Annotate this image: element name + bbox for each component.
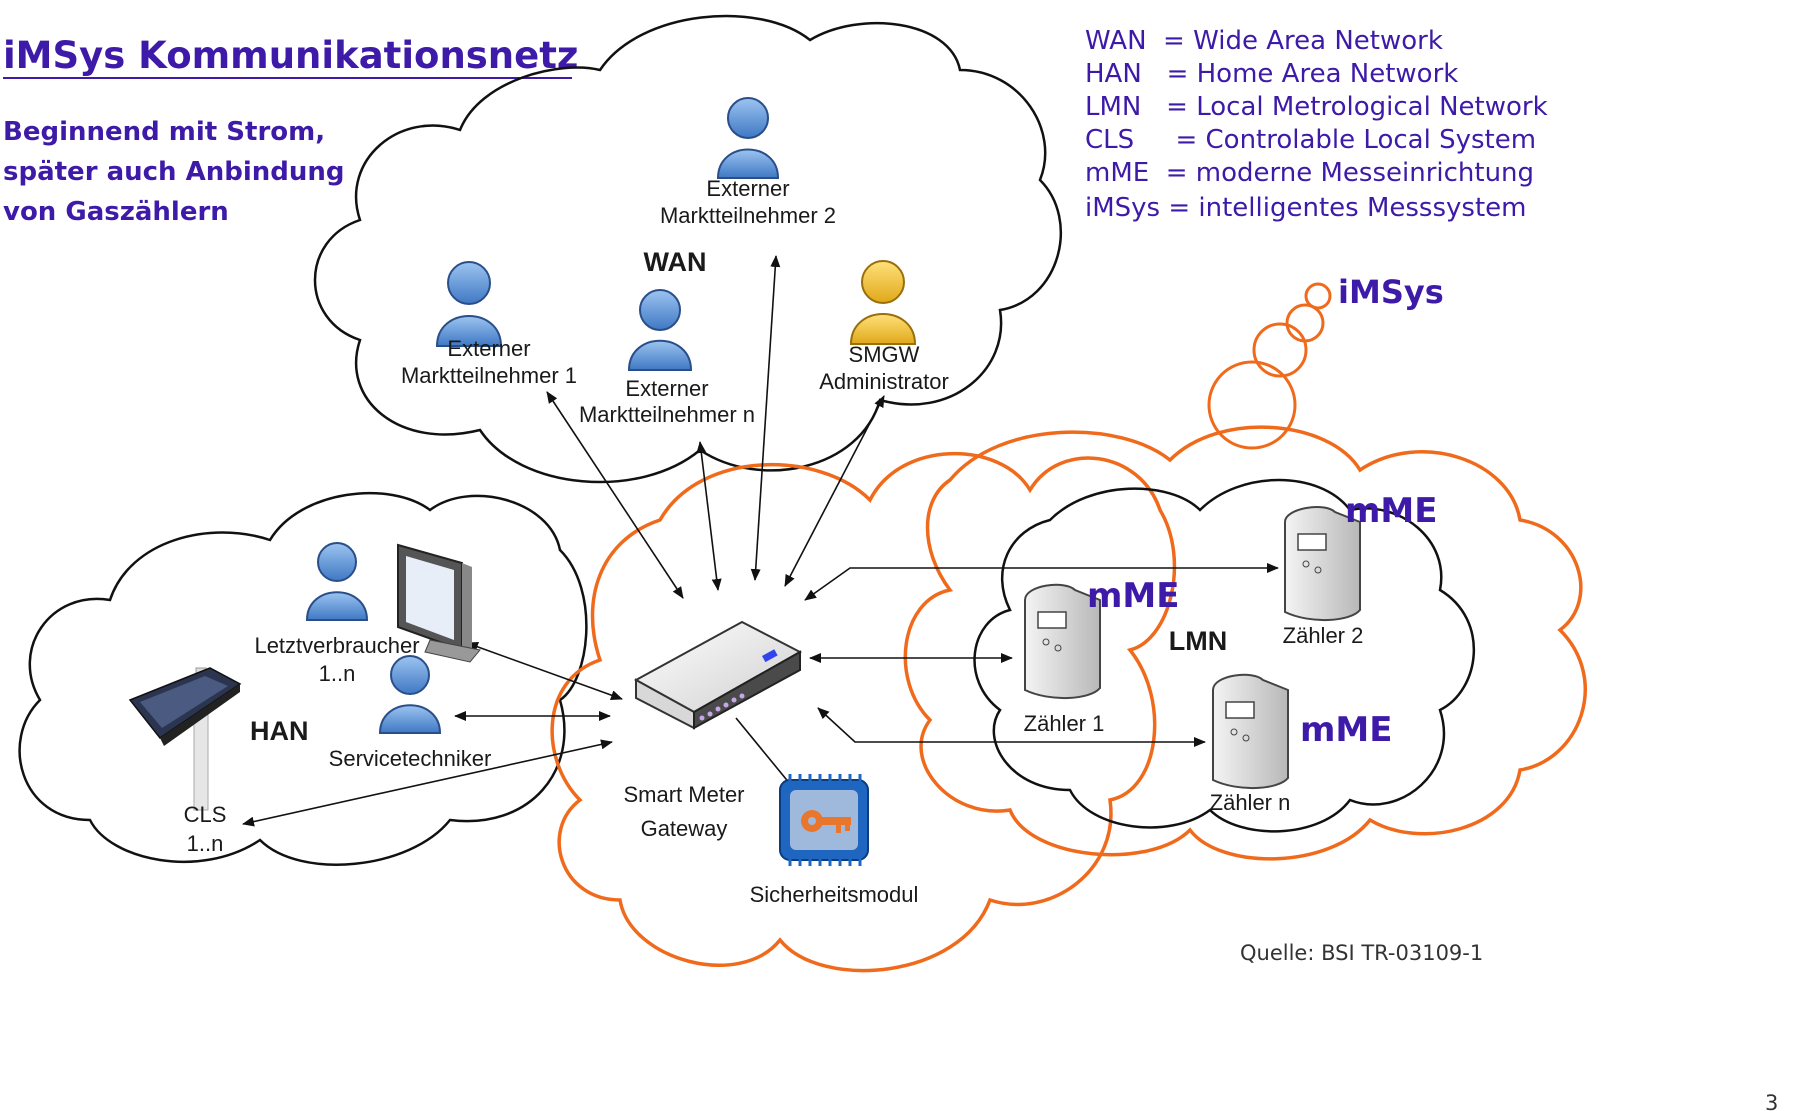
ext2-label-line-1: Externer — [706, 176, 789, 201]
mme-label-meter2: mME — [1345, 491, 1438, 531]
legend-item-lmn: LMN = Local Metrological Network — [1085, 92, 1548, 122]
legend-item-mme: mME = moderne Messeinrichtung — [1085, 158, 1534, 188]
page-title: iMSys Kommunikationsnetz — [3, 34, 578, 77]
imsys-label: iMSys — [1338, 273, 1444, 311]
gateway-label-line-2: Gateway — [641, 816, 728, 841]
page-number: 3 — [1765, 1091, 1778, 1111]
meter-icon-2 — [1284, 506, 1361, 621]
consumer-label-line-1: Letztverbraucher — [254, 633, 419, 658]
meter-icon-1 — [1024, 583, 1101, 699]
subtitle-line-2: später auch Anbindung — [3, 157, 345, 187]
extn-label-line-1: Externer — [625, 376, 708, 401]
lmn-inner-cloud — [973, 478, 1475, 833]
person-icon-extn — [627, 289, 693, 371]
wan-label: WAN — [644, 247, 707, 277]
gateway-label-line-1: Smart Meter — [623, 782, 744, 807]
legend-item-imsys: iMSys = intelligentes Messsystem — [1085, 193, 1526, 223]
mme-label-metern: mME — [1300, 710, 1393, 750]
metern-label: Zähler n — [1210, 790, 1291, 815]
person-icon-admin — [849, 260, 917, 345]
extn-label-line-2: Marktteilnehmer n — [579, 402, 755, 427]
person-icon-ext1 — [435, 261, 503, 347]
lmn-label: LMN — [1169, 626, 1227, 656]
han-label: HAN — [250, 716, 309, 746]
ext2-label-line-2: Marktteilnehmer 2 — [660, 203, 836, 228]
meter2-label: Zähler 2 — [1283, 623, 1364, 648]
person-icon-technician — [378, 655, 442, 734]
legend-item-cls: CLS = Controlable Local System — [1085, 125, 1536, 155]
thought-bubbles — [1207, 282, 1332, 450]
subtitle-line-3: von Gaszählern — [3, 197, 229, 227]
mme-label-meter1: mME — [1087, 576, 1180, 616]
meter-icon-n — [1212, 673, 1289, 789]
legend-item-han: HAN = Home Area Network — [1085, 59, 1458, 89]
source-note: Quelle: BSI TR-03109-1 — [1240, 941, 1483, 965]
monitor-icon — [397, 543, 481, 663]
ext1-label-line-1: Externer — [447, 336, 530, 361]
person-icon-consumer — [305, 542, 369, 621]
admin-label-line-1: SMGW — [849, 342, 920, 367]
gateway-box-icon — [633, 620, 803, 730]
solar-panel-icon — [128, 667, 242, 811]
admin-label-line-2: Administrator — [819, 369, 949, 394]
security-chip-icon — [779, 774, 869, 866]
security-module-label: Sicherheitsmodul — [750, 882, 919, 907]
person-icon-ext2 — [716, 97, 780, 179]
connection-arrows — [242, 255, 1279, 827]
consumer-label-line-2: 1..n — [319, 661, 356, 686]
technician-label: Servicetechniker — [329, 746, 492, 771]
meter1-label: Zähler 1 — [1024, 711, 1105, 736]
cls-label-line-2: 1..n — [187, 831, 224, 856]
subtitle-line-1: Beginnend mit Strom, — [3, 117, 325, 147]
cls-label-line-1: CLS — [184, 802, 227, 827]
legend-item-wan: WAN = Wide Area Network — [1085, 26, 1443, 56]
ext1-label-line-2: Marktteilnehmer 1 — [401, 363, 577, 388]
han-cloud — [18, 491, 588, 866]
legend: WAN = Wide Area Network HAN = Home Area … — [1085, 26, 1548, 223]
